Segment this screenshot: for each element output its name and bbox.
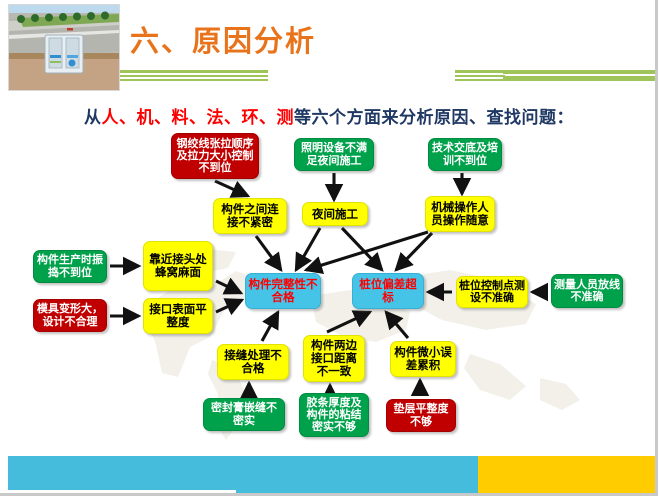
- diagram-node-n8[interactable]: 模具变形大，设计不合理: [33, 299, 107, 332]
- subtitle: 从人、机、料、法、环、测等六个方面来分析原因、查找问题：: [0, 103, 655, 128]
- page-title: 六、原因分析: [130, 24, 317, 58]
- footer-bar-left: [8, 456, 478, 493]
- header-rule-left: [120, 70, 268, 81]
- subtitle-suffix: 等六个方面来分析原因、查找问题：: [294, 108, 574, 128]
- diagram-node-n20[interactable]: 垫层平整度不够: [386, 399, 456, 432]
- highway-utility-tunnel-render: [9, 5, 119, 90]
- diagram-node-n10[interactable]: 接口表面平整度: [143, 298, 213, 334]
- diagram-node-n5[interactable]: 夜间施工: [302, 202, 368, 226]
- diagram-arrows: [110, 173, 549, 402]
- footer-bar-right: [478, 456, 655, 493]
- diagram-node-n7[interactable]: 构件生产时振捣不到位: [33, 250, 107, 283]
- diagram-node-n6[interactable]: 机械操作人员操作随意: [425, 196, 495, 232]
- diagram-node-n9[interactable]: 靠近接头处蜂窝麻面: [143, 241, 213, 291]
- diagram-node-n3[interactable]: 技术交底及培训不到位: [428, 138, 502, 171]
- diagram-node-n18[interactable]: 密封膏嵌缝不密实: [203, 398, 285, 431]
- diagram-node-n19[interactable]: 胶条厚度及构件的粘结密实不够: [299, 393, 369, 437]
- diagram-node-n17[interactable]: 构件微小误差累积: [390, 341, 456, 377]
- diagram-node-n1[interactable]: 钢绞线张拉顺序及拉力大小控制不到位: [171, 133, 259, 179]
- diagram-node-n13[interactable]: 桩位控制点测设不准确: [456, 276, 528, 308]
- diagram-node-n4[interactable]: 构件之间连接不紧密: [213, 198, 287, 234]
- diagram-node-n14[interactable]: 测量人员放线不准确: [551, 274, 623, 308]
- footer-highlight-strip: [8, 490, 236, 493]
- subtitle-keywords: 人、机、料、法、环、测: [101, 108, 294, 128]
- diagram-node-n12[interactable]: 桩位偏差超标: [352, 273, 424, 309]
- diagram-node-n15[interactable]: 接缝处理不合格: [217, 344, 289, 380]
- cause-analysis-diagram: 钢绞线张拉顺序及拉力大小控制不到位 照明设备不满足夜间施工 技术交底及培训不到位构件…: [0, 128, 655, 450]
- diagram-node-n16[interactable]: 构件两边接口距离不一致: [303, 335, 365, 382]
- header-thumbnail-image: [8, 4, 120, 91]
- header-rule-right: [455, 70, 655, 81]
- diagram-node-n2[interactable]: 照明设备不满足夜间施工: [294, 138, 374, 171]
- diagram-node-n11[interactable]: 构件完整性不合格: [245, 273, 321, 309]
- subtitle-prefix: 从: [84, 108, 102, 128]
